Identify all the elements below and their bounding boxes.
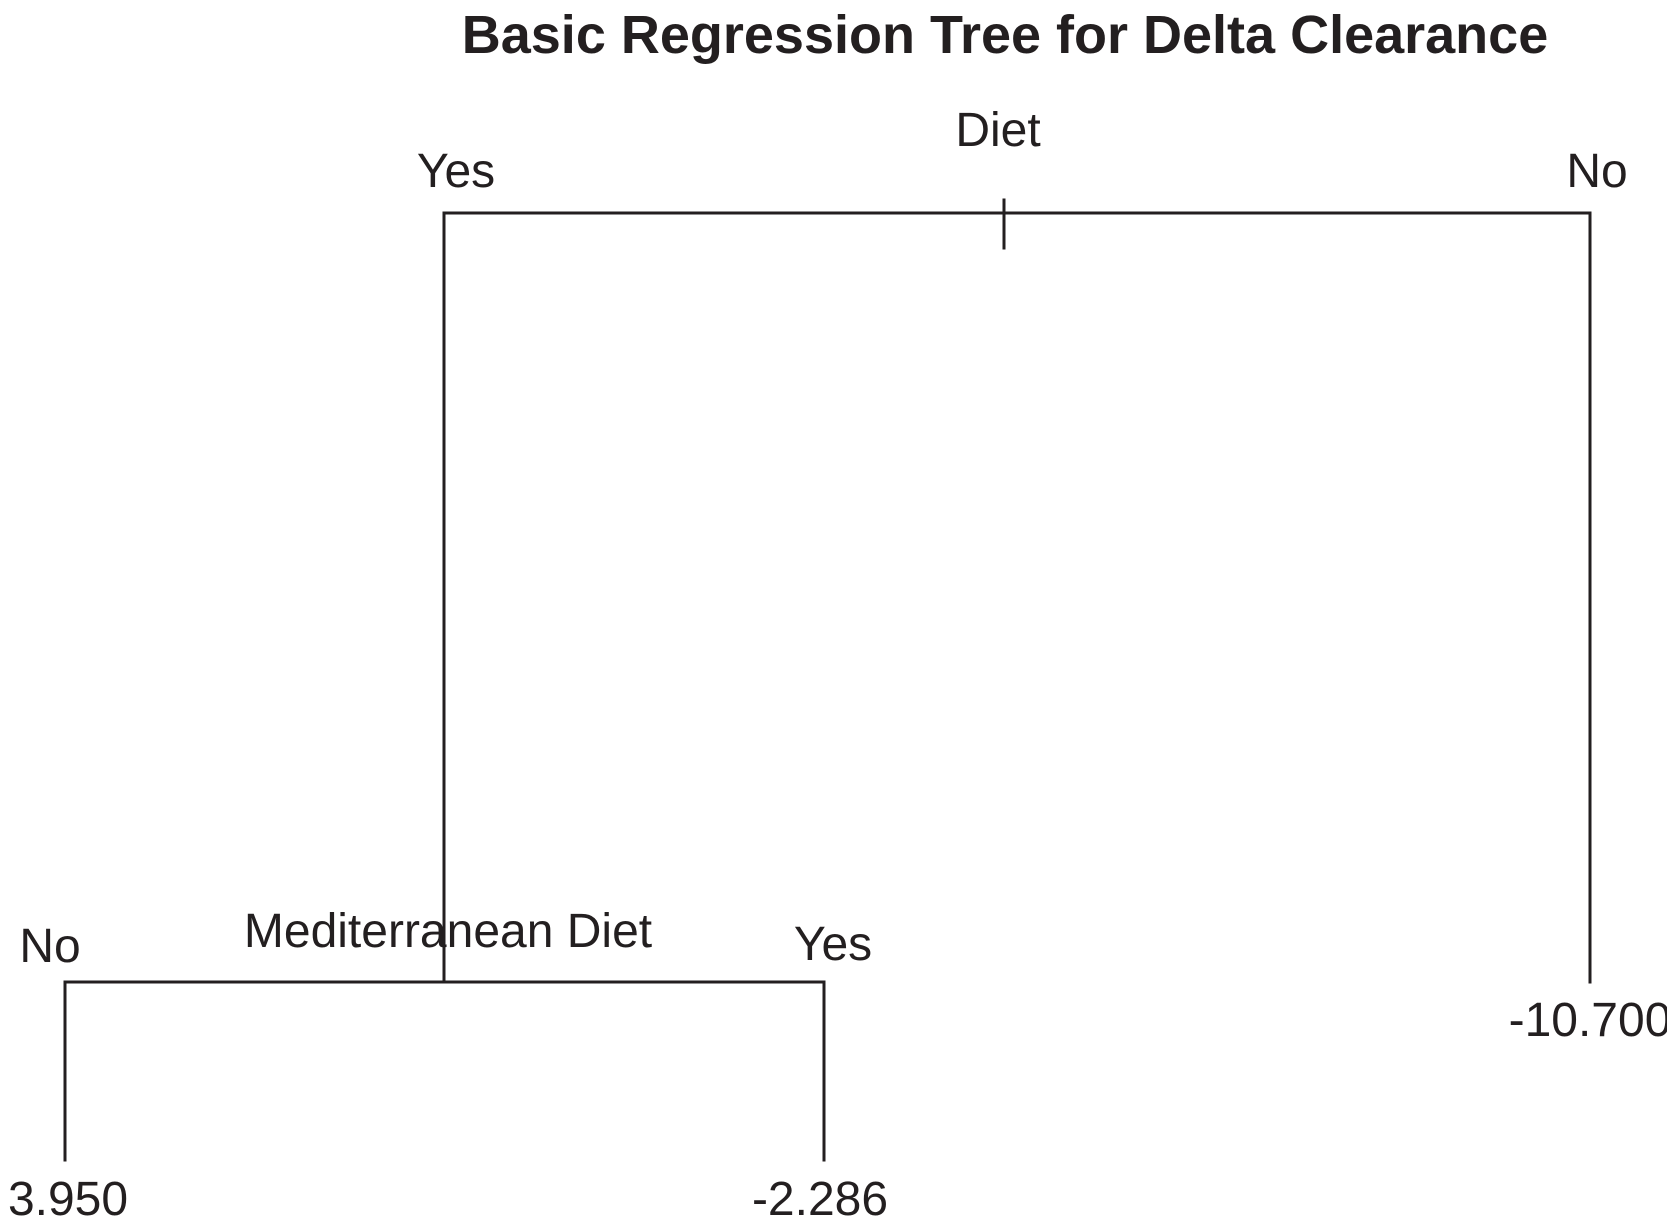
root-no-branch-label: No xyxy=(1566,145,1627,198)
root-yes-branch-label: Yes xyxy=(417,145,495,198)
child-yes-branch-label: Yes xyxy=(794,918,872,971)
leaf-value-left: 3.950 xyxy=(8,1173,128,1226)
figure-title: Basic Regression Tree for Delta Clearanc… xyxy=(462,5,1549,65)
root-split-label: Diet xyxy=(955,104,1040,157)
leaf-value-middle: -2.286 xyxy=(752,1173,888,1226)
leaf-value-right: -10.700 xyxy=(1509,994,1667,1047)
child-no-branch-label: No xyxy=(19,920,80,973)
child-split-label: Mediterranean Diet xyxy=(244,905,652,958)
